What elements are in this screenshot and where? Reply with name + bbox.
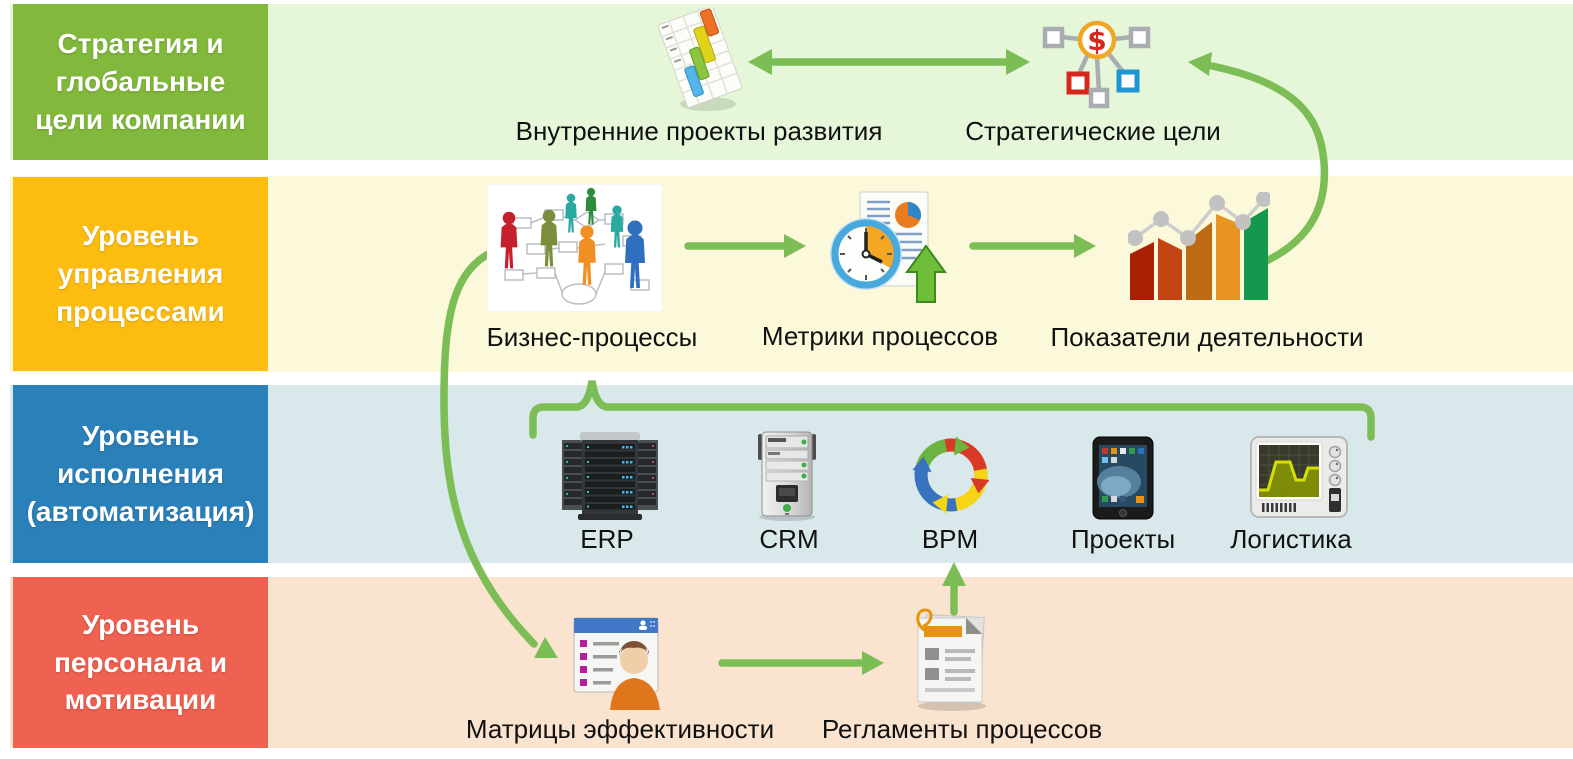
server-rack-icon (558, 424, 662, 524)
document-clip-icon (908, 606, 996, 712)
server-tower-icon (754, 428, 820, 522)
person-form-icon (572, 612, 674, 712)
label-performance-indicators: Показатели деятельности (1050, 322, 1364, 352)
goal-network-icon: $ (1035, 10, 1160, 115)
level-title-personnel: Уровень персонала и мотивации (13, 577, 268, 748)
label-bpm: BPM (921, 524, 979, 554)
svg-text:$: $ (1087, 24, 1106, 57)
level-title-execution: Уровень исполнения (автоматизация) (13, 385, 268, 563)
clock-metrics-icon (820, 190, 950, 308)
label-projects: Проекты (1070, 524, 1176, 554)
cycle-arrows-icon (906, 430, 996, 520)
label-strategic-goals: Стратегические цели (965, 116, 1221, 146)
label-process-regulations: Регламенты процессов (821, 714, 1103, 744)
label-efficiency-matrices: Матрицы эффективности (465, 714, 775, 744)
label-logistics: Логистика (1230, 524, 1352, 554)
gantt-chart-icon (642, 8, 752, 114)
tablet-icon (1092, 436, 1154, 520)
label-business-processes: Бизнес-процессы (486, 322, 698, 352)
business-process-people-icon (487, 184, 662, 312)
level-title-strategy: Стратегия и глобальные цели компании (13, 4, 268, 160)
monitor-device-icon (1250, 436, 1348, 520)
level-title-process-management: Уровень управления процессами (13, 177, 268, 371)
label-internal-projects: Внутренние проекты развития (515, 116, 883, 146)
label-process-metrics: Метрики процессов (761, 321, 999, 351)
performance-bars-icon (1128, 192, 1270, 302)
label-crm: CRM (759, 524, 819, 554)
label-erp: ERP (580, 524, 634, 554)
